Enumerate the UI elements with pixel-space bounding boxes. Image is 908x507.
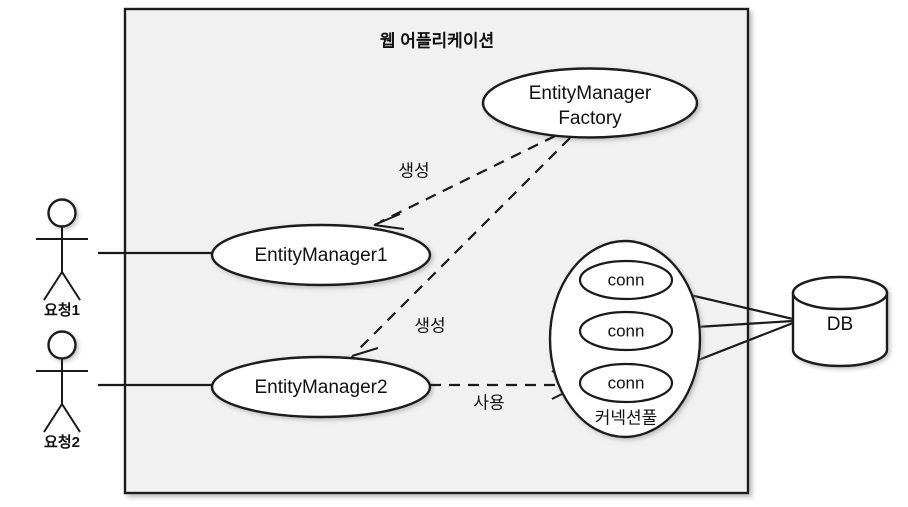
edge-label-create-1: 생성 [398,161,429,180]
conn1-ellipse[interactable] [578,259,674,301]
edge-factory-em1-arrowhead-bottom [373,224,405,230]
connection-pool-label: 커넥션풀 [595,408,658,427]
entitymanager2-label: EntityManager2 [254,377,387,398]
actor-request-2: 요청2 [36,330,88,451]
node-connection-pool[interactable]: conn conn conn 커넥션풀 [548,239,702,439]
entitymanager2-ellipse[interactable] [210,355,432,419]
entitymanager1-ellipse[interactable] [210,223,432,287]
conn2-ellipse[interactable] [578,310,674,352]
container-title: 웹 어플리케이션 [380,31,494,50]
actor1-leg-left [43,271,63,301]
edge-label-create-2: 생성 [414,316,445,335]
edge-factory-em2-arrowhead-top [351,347,379,357]
factory-label-line1: EntityManager [529,83,652,104]
actor2-label: 요청2 [44,434,80,451]
edge-factory-to-entitymanager1: 생성 [373,135,556,230]
entitymanager1-label: EntityManager1 [254,245,387,266]
factory-ellipse[interactable] [481,67,699,139]
edge-factory-em2-line [356,137,571,352]
actor-request-1: 요청1 [36,198,88,319]
actor2-head-icon [47,330,77,360]
node-database[interactable]: DB [791,275,889,368]
node-entitymanager-1[interactable]: EntityManager1 [210,223,432,287]
actor1-label: 요청1 [44,302,80,319]
actor2-leg-right [61,403,81,433]
db-cylinder-top[interactable] [791,275,889,311]
actor1-head-icon [47,198,77,228]
edge-factory-em1-arrowhead-top [373,213,401,226]
node-conn-2[interactable]: conn [578,310,674,352]
edge-label-use: 사용 [473,393,504,412]
conn3-ellipse[interactable] [578,362,674,404]
db-label: DB [827,314,853,335]
actor1-leg-right [61,271,81,301]
db-cylinder-body[interactable] [791,291,889,368]
conn2-label: conn [608,321,645,340]
actor2-leg-left [43,403,63,433]
conn1-label: conn [608,270,645,289]
edge-factory-em1-line [379,135,556,223]
node-conn-1[interactable]: conn [578,259,674,301]
node-entitymanager-2[interactable]: EntityManager2 [210,355,432,419]
node-entitymanager-factory[interactable]: EntityManager Factory [481,67,699,139]
factory-label-line2: Factory [558,108,622,129]
node-conn-3[interactable]: conn [578,362,674,404]
conn3-label: conn [608,373,645,392]
